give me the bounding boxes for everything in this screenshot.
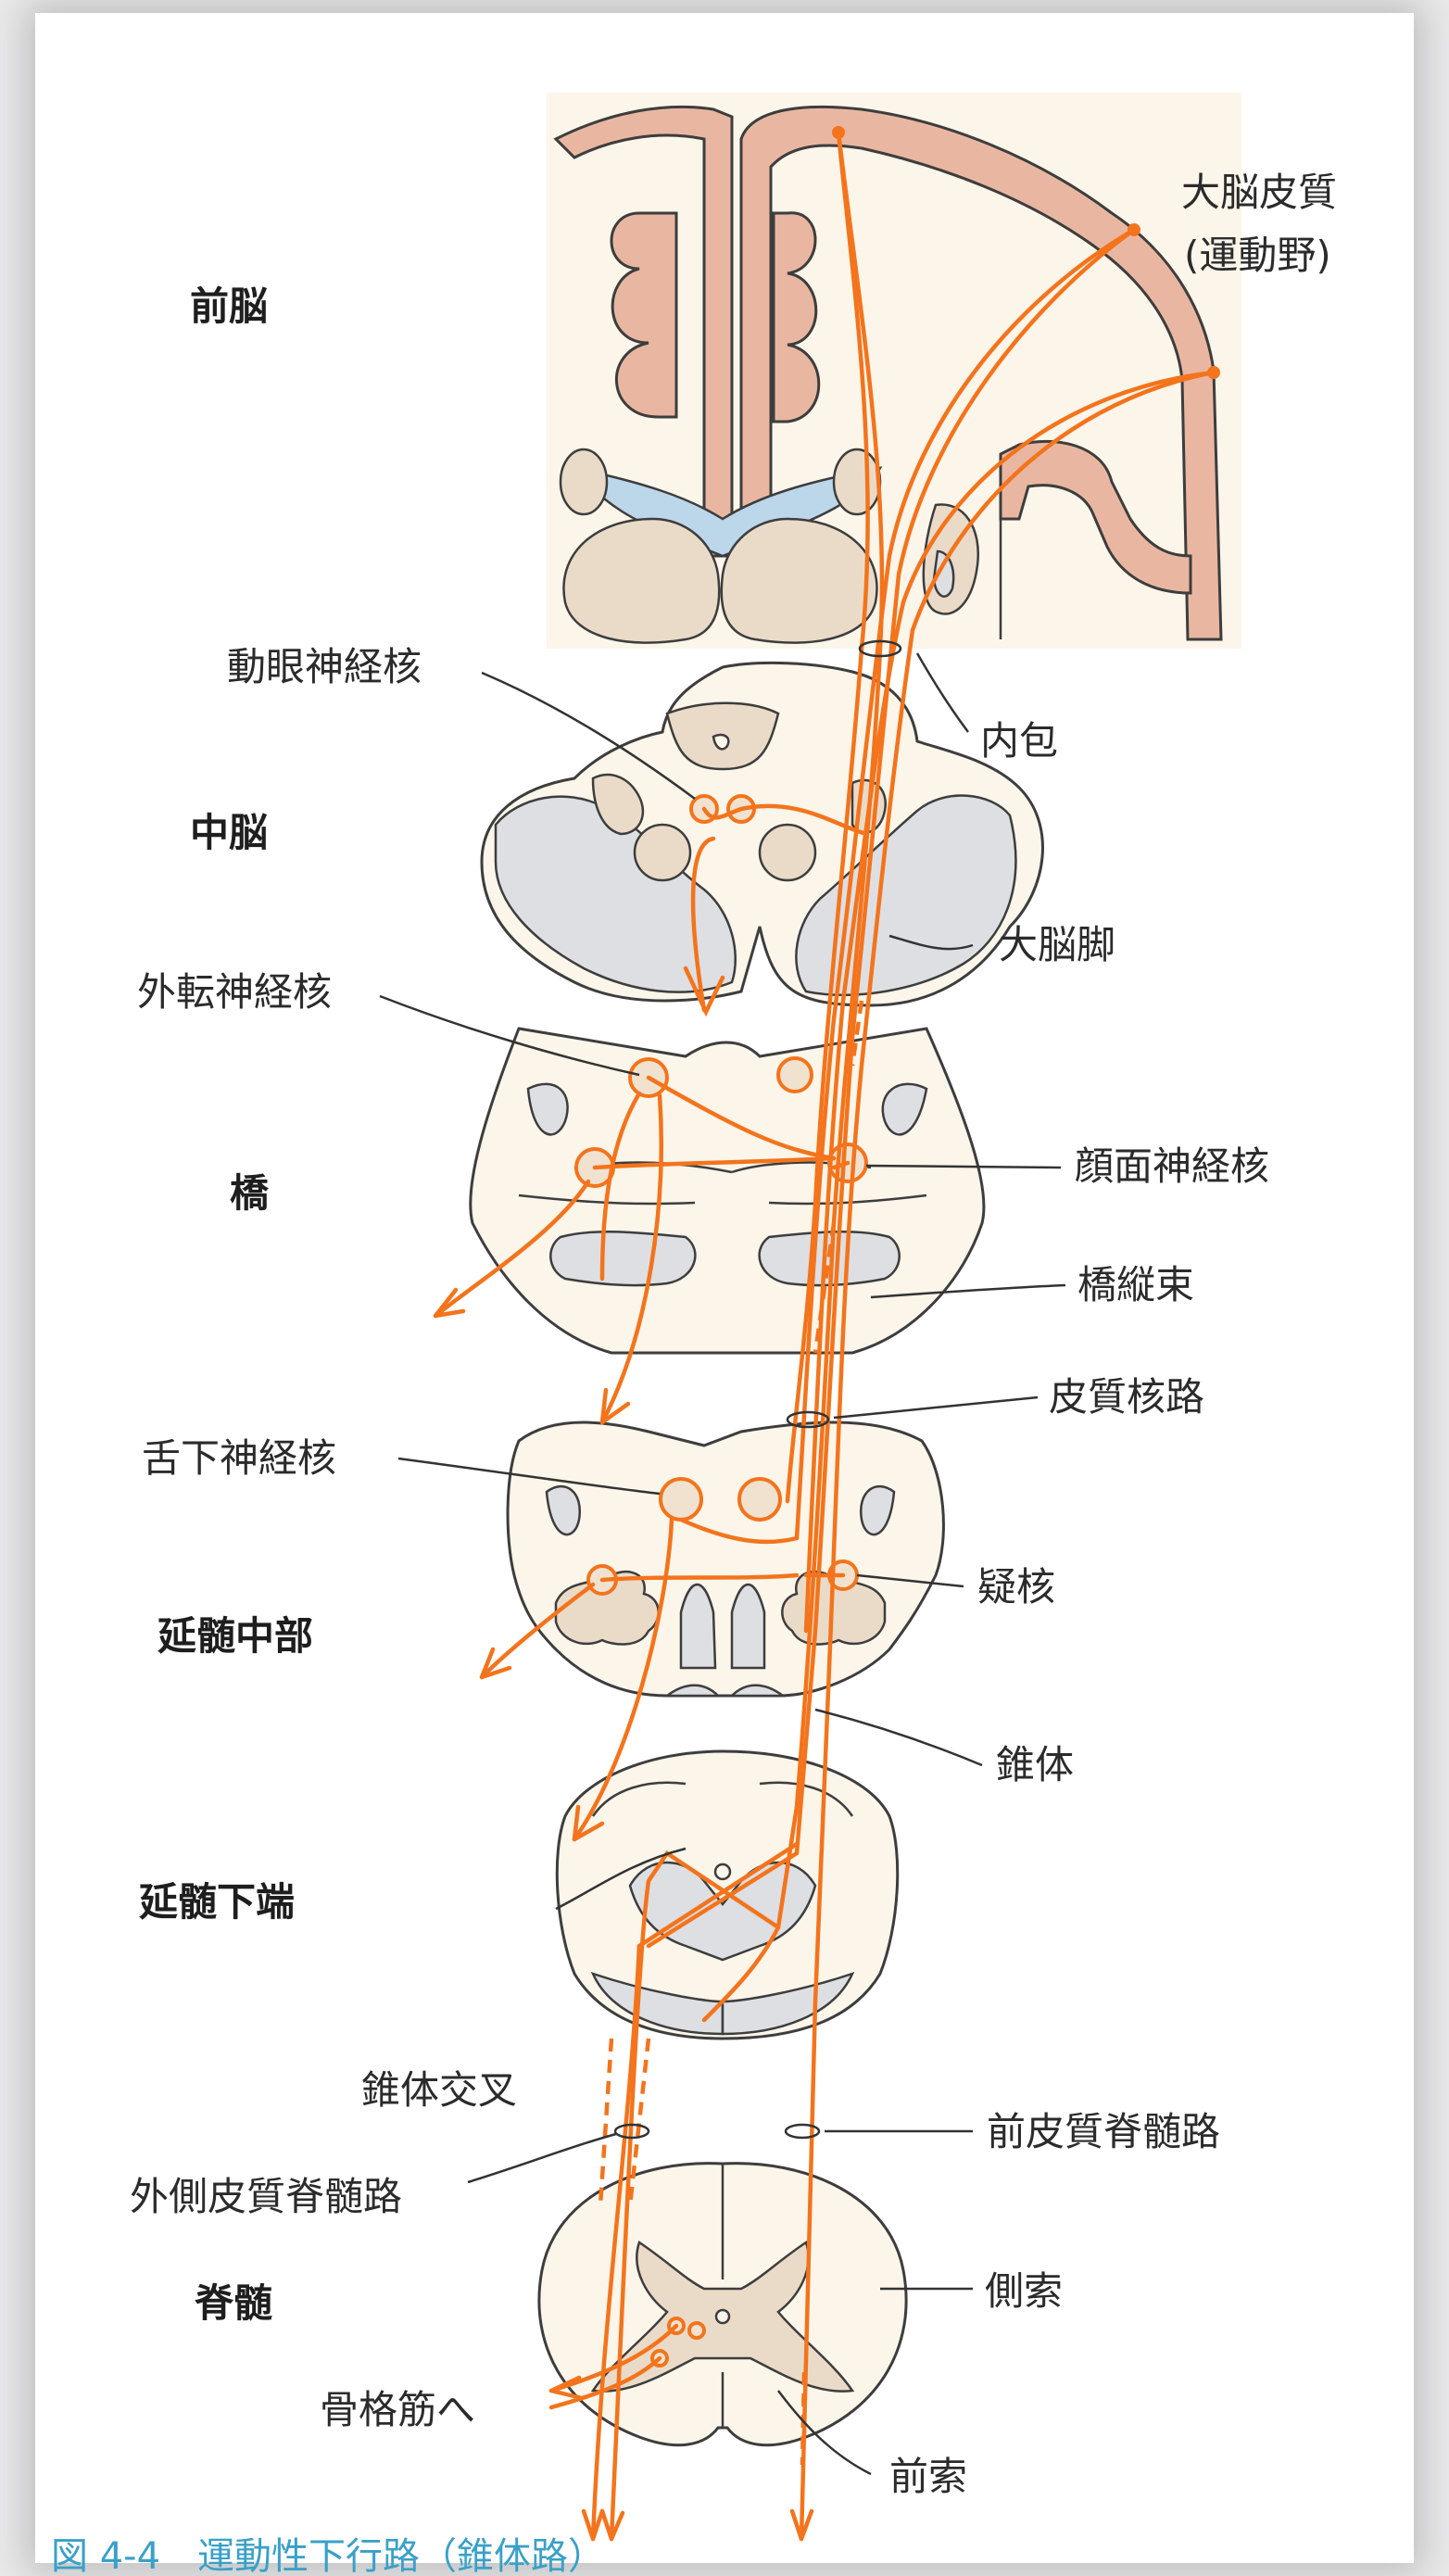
left-gyri: [611, 213, 676, 417]
label-cerebral-cortex: 大脳皮質: [1181, 170, 1337, 215]
hypoglossal-nucleus-right: [739, 1479, 780, 1520]
level-lower-medulla: 延髄下端: [139, 1879, 295, 1925]
label-anterior-funiculus: 前索: [889, 2454, 967, 2499]
label-pontine-longitudinal-fibers: 橋縦束: [1077, 1262, 1194, 1307]
spinal-cord-section: [539, 2164, 906, 2445]
figure-caption: 図 4-4 運動性下行路（錐体路）: [51, 2535, 605, 2576]
pons-outline: [471, 1029, 984, 1353]
label-lateral-funiculus: 側索: [985, 2268, 1063, 2314]
level-pons: 橋: [230, 1170, 269, 1216]
label-corticonuclear-tract: 皮質核路: [1049, 1374, 1204, 1420]
label-facial-nucleus: 顔面神経核: [1075, 1143, 1269, 1189]
mid-medulla-section: [508, 1422, 943, 1696]
label-to-skeletal-muscle: 骨格筋へ: [320, 2387, 475, 2432]
label-internal-capsule: 内包: [980, 718, 1058, 764]
label-motor-area: (運動野): [1184, 233, 1331, 278]
level-spinal-cord: 脊髄: [195, 2280, 272, 2326]
level-labels: 前脳 中脳 橋 延髄中部 延髄下端 脊髄: [139, 284, 313, 2326]
caudate-right: [834, 449, 880, 514]
level-forebrain: 前脳: [190, 284, 268, 329]
label-oculomotor-nucleus: 動眼神経核: [227, 644, 422, 689]
pons-section: [471, 1029, 984, 1353]
caudate-left: [561, 449, 607, 514]
hypoglossal-nucleus-left: [661, 1479, 701, 1520]
label-hypoglossal-nucleus: 舌下神経核: [142, 1435, 336, 1481]
level-mid-medulla: 延髄中部: [158, 1613, 313, 1659]
pyramid-right: [732, 1585, 764, 1668]
label-nucleus-ambiguus: 疑核: [977, 1564, 1055, 1610]
label-pyramid: 錐体: [996, 1742, 1074, 1787]
right-gyri: [774, 213, 819, 422]
level-midbrain: 中脳: [190, 810, 268, 855]
label-abducens-nucleus: 外転神経核: [137, 969, 332, 1015]
label-lateral-corticospinal-tract: 外側皮質脊髄路: [130, 2174, 402, 2219]
mid-medulla-outline: [508, 1422, 943, 1696]
label-pyramidal-decussation: 錐体交叉: [361, 2067, 517, 2113]
abducens-nucleus-right: [778, 1058, 812, 1092]
forebrain-section: [547, 93, 1241, 649]
red-nucleus-left: [635, 825, 690, 880]
red-nucleus-right: [760, 825, 815, 880]
label-cerebral-peduncle: 大脳脚: [999, 922, 1115, 967]
label-anterior-corticospinal-tract: 前皮質脊髄路: [987, 2109, 1220, 2154]
